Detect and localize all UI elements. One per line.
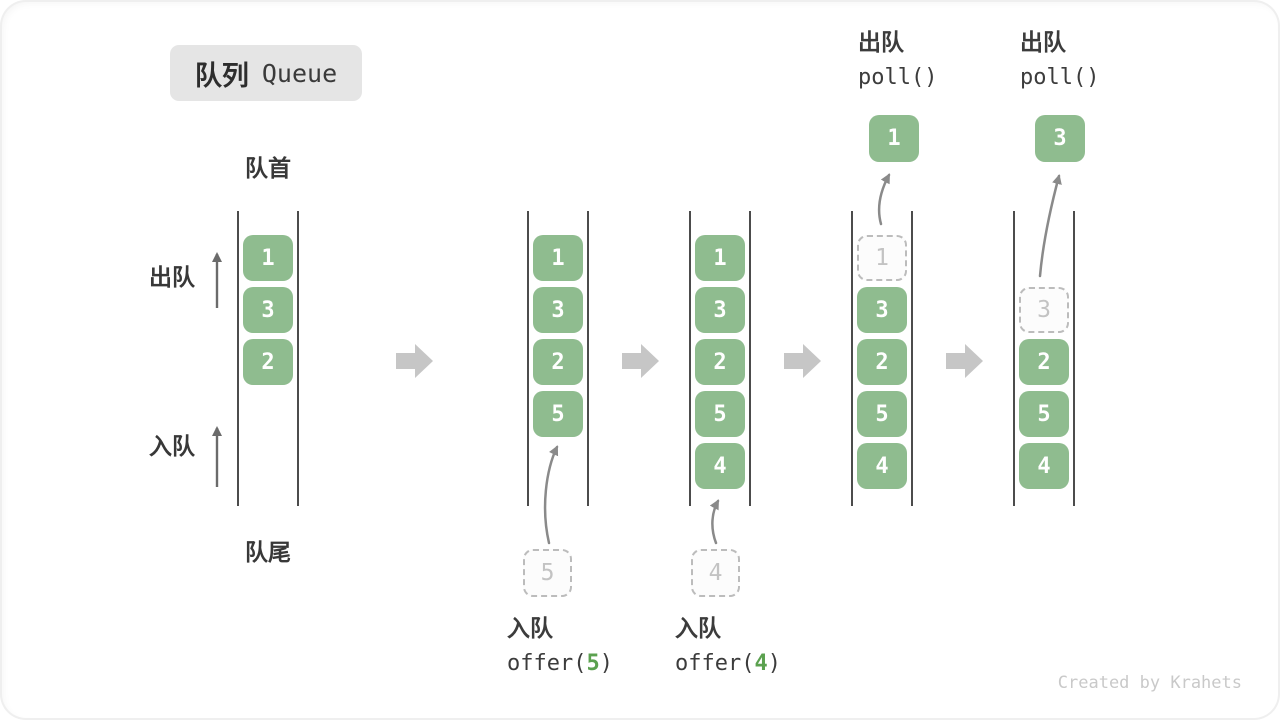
staging-value-box: 5 (523, 549, 572, 597)
removed-cell: 3 (1019, 287, 1069, 333)
queue-cell: 2 (695, 339, 745, 385)
state-transition-arrow-icon-2 (622, 344, 659, 378)
queue-cell: 3 (857, 287, 907, 333)
state-transition-arrow-icon-4 (946, 344, 983, 378)
dequeue-direction-label: 出队 (149, 264, 195, 290)
queue-rail (851, 211, 853, 506)
poll-operation-caption: 出队 poll() (1020, 31, 1099, 89)
offer-arg: 4 (754, 651, 768, 676)
poll-code: poll() (858, 65, 938, 90)
state-transition-arrow-icon-3 (784, 344, 821, 378)
queue-cell: 5 (533, 391, 583, 437)
offer4-arrow-icon (709, 499, 720, 545)
queue-cell: 1 (243, 235, 293, 281)
queue-state-3: 1 3 2 5 4 (689, 211, 751, 506)
watermark-credit: Created by Krahets (1057, 673, 1242, 693)
queue-cell: 4 (1019, 443, 1069, 489)
offer-close: ) (599, 651, 613, 676)
queue-cell: 3 (243, 287, 293, 333)
title-en: Queue (261, 58, 338, 88)
queue-rail (237, 211, 239, 506)
queue-rail (297, 211, 299, 506)
queue-state-2: 1 3 2 5 (527, 211, 589, 506)
queue-cell: 4 (857, 443, 907, 489)
queue-rail (689, 211, 691, 506)
queue-cell: 2 (243, 339, 293, 385)
staging-value-box: 4 (691, 549, 740, 597)
queue-cell: 3 (695, 287, 745, 333)
poll-code: poll() (1020, 65, 1100, 90)
queue-rail (911, 211, 913, 506)
removed-cell: 1 (857, 235, 907, 281)
queue-rail (1013, 211, 1015, 506)
queue-cell: 4 (695, 443, 745, 489)
offer-label-zh: 入队 (507, 615, 553, 641)
queue-state-1: 1 3 2 (237, 211, 299, 506)
queue-cell: 3 (533, 287, 583, 333)
state-transition-arrow-icon-1 (396, 344, 433, 378)
queue-cell: 5 (857, 391, 907, 437)
queue-cell: 2 (1019, 339, 1069, 385)
poll-label-zh: 出队 (1020, 29, 1066, 55)
offer-code: offer(4) (675, 653, 781, 675)
queue-cell: 1 (695, 235, 745, 281)
offer-operation-caption: 入队 offer(4) (675, 617, 781, 675)
queue-cell: 2 (857, 339, 907, 385)
offer-code: offer(5) (507, 653, 613, 675)
queue-rail (527, 211, 529, 506)
offer-fn: offer( (675, 651, 755, 676)
offer-close: ) (767, 651, 781, 676)
offer-label-zh: 入队 (675, 615, 721, 641)
offer-arg: 5 (586, 651, 600, 676)
popped-value-box: 3 (1035, 115, 1085, 162)
queue-front-label: 队首 (245, 155, 291, 181)
queue-cell: 5 (1019, 391, 1069, 437)
queue-state-5: 3 2 5 4 (1013, 211, 1075, 506)
popped-value-box: 1 (869, 115, 919, 162)
diagram-title: 队列 Queue (170, 45, 362, 101)
queue-rail (1073, 211, 1075, 506)
queue-rail (749, 211, 751, 506)
title-zh: 队列 (194, 60, 249, 91)
poll-label-zh: 出队 (858, 29, 904, 55)
offer-fn: offer( (507, 651, 587, 676)
poll-operation-caption: 出队 poll() (858, 31, 937, 89)
queue-cell: 2 (533, 339, 583, 385)
queue-rail (587, 211, 589, 506)
queue-cell: 5 (695, 391, 745, 437)
queue-state-4: 1 3 2 5 4 (851, 211, 913, 506)
enqueue-direction-label: 入队 (149, 433, 195, 459)
queue-cell: 1 (533, 235, 583, 281)
queue-rear-label: 队尾 (245, 539, 291, 565)
offer-operation-caption: 入队 offer(5) (507, 617, 613, 675)
